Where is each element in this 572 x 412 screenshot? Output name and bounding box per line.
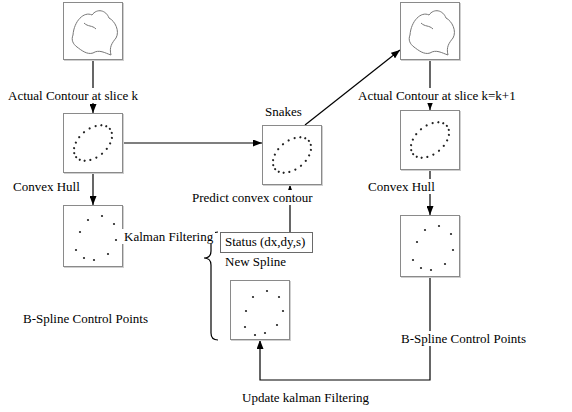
box-label: Actual Contour at slice k=k+1 [356,88,518,103]
illustration [64,206,122,266]
flow-arrow [92,60,93,113]
box-label: Convex Hull [11,179,82,194]
edge-label: Update kalman Filtering [240,390,371,405]
image-box: Convex Hull [400,110,460,170]
box-label: B-Spline Control Points [399,331,528,346]
illustration [231,281,289,339]
illustration [401,216,459,276]
note-label: Kalman Filtering [122,229,215,244]
image-box: New Spline [230,280,290,340]
flow-arrow [123,142,262,143]
illustration [64,3,122,59]
box-label: New Spline [223,254,288,269]
image-box: Actual Contour at slice k=k+1 [400,2,460,60]
box-label: Snakes [263,104,304,119]
contour-outline [72,11,117,55]
box-label: Convex Hull [366,179,437,194]
image-box: B-Spline Control Points [63,205,123,267]
image-box: B-Spline Control Points [400,215,460,277]
image-box: Snakes [262,125,322,185]
edge-label: Predict convex contour [190,190,315,205]
image-box: Convex Hull [63,113,123,173]
illustration [401,3,459,59]
box-text: Status (dx,dy,s) [221,233,312,250]
box-label: Actual Contour at slice k [6,88,140,103]
state-box: Status (dx,dy,s) [220,232,313,253]
flow-arrow [92,173,93,205]
contour-outline [409,11,454,55]
illustration [401,111,459,169]
box-label: B-Spline Control Points [21,311,150,326]
brace [204,232,218,340]
illustration [64,114,122,172]
image-box: Actual Contour at slice k [63,2,123,60]
illustration [263,126,321,184]
